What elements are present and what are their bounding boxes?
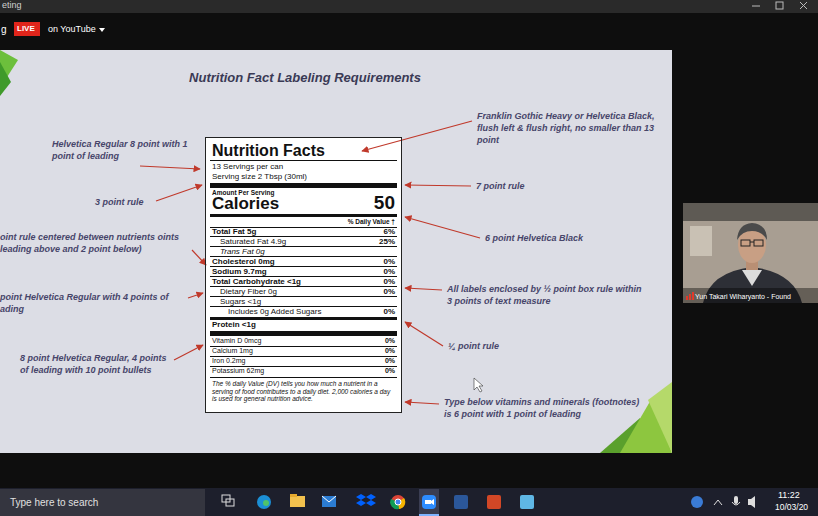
label-rule [210, 346, 397, 347]
label-text: % Daily Value † [348, 218, 395, 225]
label-daily-value: 0% [385, 337, 395, 345]
label-row-name: Saturated Fat 4.9g [220, 237, 286, 246]
label-rule [210, 246, 397, 247]
label-row-name: Vitamin D 0mcg [212, 337, 261, 345]
label-row-name: Calcium 1mg [212, 347, 253, 355]
label-row-name: Cholesterol 0mg [212, 257, 275, 266]
label-text: 50 [374, 193, 395, 212]
participant-name: Yun Takari Wiharyanto - Found [695, 291, 791, 303]
callout-note: Franklin Gothic Heavy or Helvetica Black… [477, 110, 657, 146]
label-daily-value: 0% [385, 357, 395, 365]
label-rule [210, 183, 397, 188]
label-rule [210, 276, 397, 277]
live-badge: LIVE [14, 22, 40, 36]
label-rule [210, 286, 397, 287]
label-rule [210, 256, 397, 257]
search-placeholder: Type here to search [10, 496, 98, 509]
callout-note: 3 point rule [95, 196, 144, 208]
label-daily-value: 0% [383, 267, 395, 276]
label-rule [210, 266, 397, 267]
label-rule [210, 296, 397, 297]
label-text: Calories [212, 195, 279, 212]
callout-note: 7 point rule [476, 180, 525, 192]
video-tile: Yun Takari Wiharyanto - Found [683, 203, 818, 303]
label-daily-value: 0% [385, 347, 395, 355]
label-rule [210, 317, 397, 320]
window-title: eting [2, 0, 22, 10]
label-text: 13 Servings per can [212, 162, 283, 171]
toolbar-text: g [1, 24, 7, 36]
search-box: Type here to search [0, 489, 205, 516]
label-row-name: Dietary Fiber 0g [220, 287, 277, 296]
label-row-name: Sodium 9.7mg [212, 267, 267, 276]
label-daily-value: 6% [383, 227, 395, 236]
label-row-name: Potassium 62mg [212, 367, 264, 375]
nutrition-label: Nutrition Facts 13 Servings per canServin… [205, 137, 402, 413]
label-row-name: Iron 0.2mg [212, 357, 245, 365]
clock-time: 11:22 [778, 490, 800, 500]
callout-note: 8 point Helvetica Regular, 4 points of l… [20, 352, 170, 376]
label-row-name: Total Fat 5g [212, 227, 256, 236]
label-text: Serving size 2 Tbsp (30ml) [212, 172, 307, 181]
label-rule [210, 160, 397, 161]
label-row-name: Sugars <1g [220, 297, 261, 306]
label-rule [210, 236, 397, 237]
callout-note: 6 point Helvetica Black [485, 232, 583, 244]
label-rule [210, 306, 397, 307]
label-daily-value: 0% [385, 367, 395, 375]
label-rule [210, 377, 397, 378]
label-daily-value: 0% [383, 287, 395, 296]
label-daily-value: 25% [379, 237, 395, 246]
label-row-name: Total Carbohydrate <1g [212, 277, 301, 286]
callout-note: All labels enclosed by ½ point box rule … [447, 283, 647, 307]
label-footnote: The % daily Value (DV) tells you how muc… [212, 380, 395, 403]
label-daily-value: 0% [383, 277, 395, 286]
callout-note: Type below vitamins and minerals (footno… [444, 396, 644, 420]
live-text: LIVE [17, 24, 35, 34]
callout-note: ¼ point rule [448, 340, 499, 352]
label-rule [210, 214, 397, 217]
label-rule [210, 356, 397, 357]
callout-note: Helvetica Regular 8 point with 1 point o… [52, 138, 202, 162]
callout-note: oint rule centered between nutrients oin… [0, 231, 180, 255]
label-row-name: Protein <1g [212, 320, 256, 329]
label-daily-value: 0% [383, 307, 395, 316]
label-rule [210, 366, 397, 367]
label-rule [210, 331, 397, 336]
stream-target: on YouTube [48, 24, 96, 34]
slide-title: Nutrition Fact Labeling Requirements [0, 71, 610, 86]
label-row-name: Trans Fat 0g [220, 247, 265, 256]
label-row-name: Includes 0g Added Sugars [228, 307, 321, 316]
label-text: Nutrition Facts [212, 142, 325, 160]
callout-note: point Helvetica Regular with 4 points of… [0, 291, 185, 315]
clock-date: 10/03/20 [775, 503, 808, 513]
label-daily-value: 0% [383, 257, 395, 266]
